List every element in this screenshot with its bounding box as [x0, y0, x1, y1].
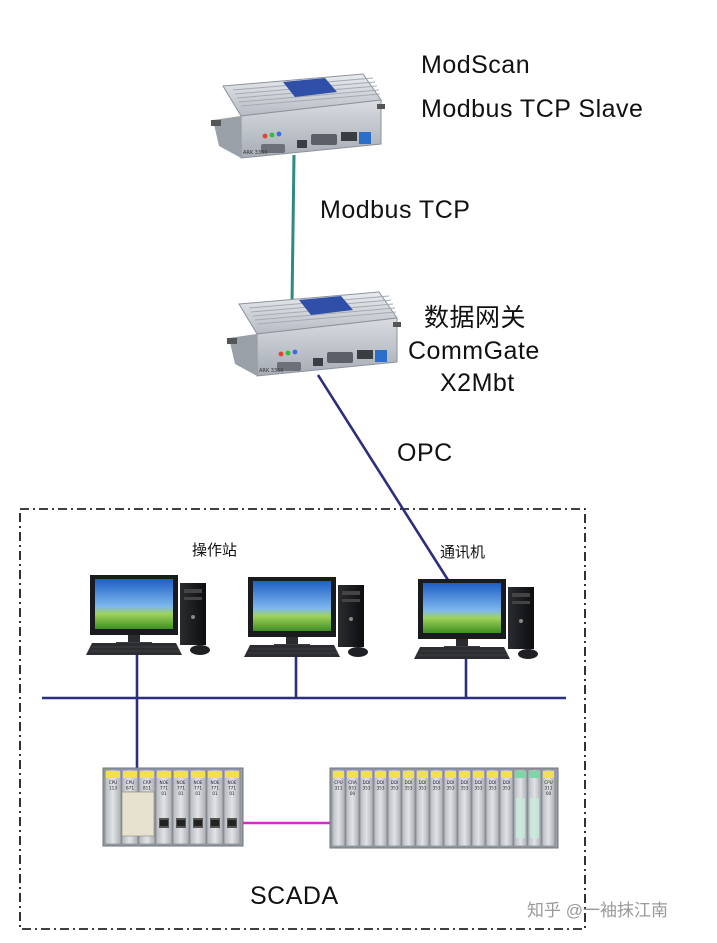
plc-module-label: DDI [363, 780, 371, 785]
plc-module-label: DDI [391, 780, 399, 785]
plc-module-label: 353 [461, 786, 469, 791]
plc-module-label: 353 [391, 786, 399, 791]
plc-module-label: 113 [109, 786, 117, 791]
plc-module-label: DDI [433, 780, 441, 785]
plc-module-label: 671 [126, 786, 134, 791]
scada-boundary [19, 508, 586, 930]
plc-rack-left: CPU113CPU67160CRP81100NOE77101NOE77101NO… [102, 767, 244, 847]
plc-module-label: 771 [228, 786, 236, 791]
plc-module-label: DDI [503, 780, 511, 785]
operator-pc-2 [244, 577, 368, 657]
modscan-device: ARK 3360 [211, 73, 385, 159]
opc-label: OPC [397, 439, 453, 467]
plc-module-label: 811 [143, 786, 151, 791]
plc-module [527, 769, 542, 847]
plc-module [513, 769, 528, 847]
plc-module-label: CRP [143, 780, 152, 785]
watermark: 知乎 @一袖抹江南 [527, 901, 668, 920]
plc-module-label: 931 [349, 786, 357, 791]
plc-module-label: 353 [405, 786, 413, 791]
gateway-device-model-text: ARK 3360 [259, 368, 284, 374]
plc-module-label: 771 [211, 786, 219, 791]
plc-module-label: 01 [212, 791, 218, 796]
plc-module-label: DDI [447, 780, 455, 785]
gateway-name-label: CommGate [408, 337, 540, 365]
plc-module-label: CRA [348, 780, 357, 785]
plc-module-label: CPU [334, 780, 343, 785]
plc-module-label: NOE [193, 780, 202, 785]
plc-module-label: 353 [433, 786, 441, 791]
plc-module-label: NOE [227, 780, 236, 785]
plc-module-label: 353 [475, 786, 483, 791]
cpu-panel [121, 791, 155, 837]
plc-module-label: 353 [363, 786, 371, 791]
plc-module-label: 353 [377, 786, 385, 791]
operator-pc-1 [86, 575, 210, 655]
scada-label: SCADA [250, 882, 339, 910]
plc-module-label: 353 [503, 786, 511, 791]
plc-module-label: DDI [475, 780, 483, 785]
plc-module-label: DDI [377, 780, 385, 785]
plc-module-label: 353 [447, 786, 455, 791]
plc-module-label: NOE [210, 780, 219, 785]
gateway-cn-label: 数据网关 [424, 304, 527, 332]
gateway-device: ARK 3360 [227, 291, 401, 377]
modbus-slave-label: Modbus TCP Slave [421, 95, 644, 123]
plc-module-label: 771 [177, 786, 185, 791]
plc-module-label: CPU [544, 780, 553, 785]
plc-module-label: DDI [405, 780, 413, 785]
plc-module-label: 00 [546, 791, 552, 796]
plc-module-label: 01 [195, 791, 201, 796]
gateway-model-label: X2Mbt [440, 369, 515, 397]
plc-module-label: NOE [176, 780, 185, 785]
plc-module-label: 771 [194, 786, 202, 791]
plc-module-label: 01 [229, 791, 235, 796]
plc-module-label: 771 [160, 786, 168, 791]
plc-module-label: 01 [178, 791, 184, 796]
plc-module-label: DDI [461, 780, 469, 785]
opc-link [316, 374, 450, 581]
plc-module-label: CPU [109, 780, 118, 785]
plc-rack-right: CPU311CRA93100DDI353DDI353DDI353DDI353DD… [329, 767, 559, 849]
modbus-tcp-link [290, 154, 296, 305]
plc-module-label: 353 [419, 786, 427, 791]
plc-module-label: 311 [335, 786, 343, 791]
plc-module-label: 00 [350, 791, 356, 796]
comm-machine-label: 通讯机 [440, 544, 486, 561]
plc-module-label: 353 [489, 786, 497, 791]
plc-module-label: DDI [419, 780, 427, 785]
operator-station-label: 操作站 [192, 542, 238, 559]
plc-module-label: 311 [545, 786, 553, 791]
comm-pc [414, 579, 538, 659]
plc-module-label: CPU [126, 780, 135, 785]
plc-module-label: DDI [489, 780, 497, 785]
modbus-tcp-label: Modbus TCP [320, 196, 471, 224]
plc-module-label: 01 [161, 791, 167, 796]
plc-module-label: NOE [159, 780, 168, 785]
modscan-label: ModScan [421, 51, 531, 79]
top-device-model-text: ARK 3360 [243, 150, 268, 156]
